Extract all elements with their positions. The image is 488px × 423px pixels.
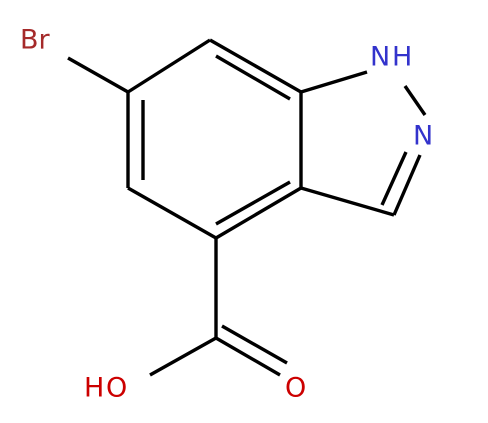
n2-nitrogen-label: N: [413, 121, 433, 152]
carbonyl-oxygen-label: O: [285, 373, 306, 404]
bond-c7-c7a: [209, 38, 302, 94]
nh-hydrogen-label: H: [392, 42, 412, 73]
bond-c-o-double-a: [215, 336, 281, 377]
bond-n2-c3-inner: [380, 151, 408, 206]
bond-c7a-n1: [300, 70, 368, 94]
bond-n1-n2: [403, 85, 427, 116]
bond-c3a-c4: [215, 186, 302, 240]
bond-c4-c5: [127, 186, 217, 240]
bond-c6-br: [67, 56, 129, 94]
bond-n2-c3: [392, 154, 422, 216]
bond-c-oh: [149, 336, 217, 377]
nh-nitrogen-label: N: [370, 42, 390, 73]
bond-c6-c7: [127, 38, 211, 94]
hydroxyl-hydrogen-label: H: [84, 373, 104, 404]
hydroxyl-oxygen-label: O: [106, 373, 127, 404]
bond-c-o-double-b: [221, 324, 288, 365]
bond-c7-c7a-inner: [215, 54, 291, 101]
bond-c3-c3a: [300, 186, 395, 217]
bromine-label: Br: [20, 25, 51, 56]
bond-c3a-c4-inner: [215, 180, 291, 226]
